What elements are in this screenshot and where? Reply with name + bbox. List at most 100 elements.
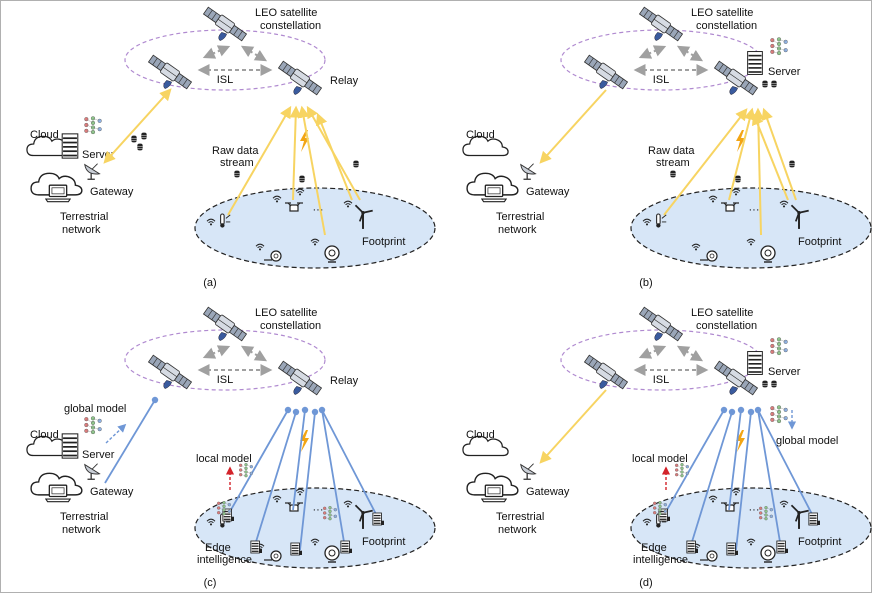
footprint-label: Footprint	[798, 536, 841, 548]
gateway-label: Gateway	[526, 186, 570, 198]
satellite-model-icon	[770, 337, 788, 356]
footprint-label: Footprint	[362, 236, 405, 248]
constellation-label: LEO satellite	[691, 7, 753, 19]
satellite-left	[583, 53, 629, 91]
satellite-left	[583, 353, 629, 391]
server-label: Server	[768, 66, 801, 78]
isl-label: ISL	[653, 74, 670, 86]
cloud-server-icon	[61, 133, 79, 159]
relay-label: Relay	[330, 75, 359, 87]
satellite-relay	[277, 359, 323, 397]
terrestrial-label: Terrestrial	[496, 211, 544, 223]
satellite-top	[638, 305, 684, 343]
model-link	[254, 411, 297, 546]
global-model-arrow	[105, 423, 127, 444]
link-node	[737, 406, 745, 414]
gateway-dish-icon	[520, 462, 537, 480]
terrestrial-label: Terrestrial	[60, 511, 108, 523]
panel-caption: (a)	[203, 277, 216, 289]
satellite-top	[202, 5, 248, 43]
laptop-icon	[481, 184, 507, 203]
satellite-top	[638, 5, 684, 43]
isl-arrow-right	[240, 345, 268, 362]
data-icon	[762, 380, 768, 388]
isl-arrow-left	[638, 345, 667, 359]
edge-intelligence-label: intelligence	[197, 554, 252, 566]
raw-data-label: Raw data	[212, 145, 259, 157]
model-link	[757, 409, 815, 519]
global-model-label: global model	[64, 403, 126, 415]
footprint-ellipse	[630, 187, 872, 269]
data-icon	[137, 143, 143, 151]
server-label: Server	[82, 449, 115, 461]
gateway-link	[104, 399, 156, 484]
model-link	[735, 411, 752, 551]
relay-label: Relay	[330, 375, 359, 387]
link-node	[728, 408, 736, 416]
terrestrial-label: network	[62, 224, 101, 236]
raw-data-arrow	[315, 112, 353, 201]
model-link	[663, 409, 725, 516]
data-icon	[735, 175, 741, 183]
raw-data-arrow	[728, 107, 756, 201]
panel-b: LEO satelliteconstellationISLServerCloud…	[462, 5, 872, 289]
isl-arrow-right	[676, 45, 704, 62]
constellation-label: constellation	[260, 320, 321, 332]
local-model-label: local model	[196, 453, 252, 465]
local-model-label: local model	[632, 453, 688, 465]
raw-data-label: stream	[220, 157, 254, 169]
model-link	[757, 409, 782, 549]
orbit-ellipse	[124, 329, 326, 391]
constellation-label: LEO satellite	[691, 307, 753, 319]
link-node	[284, 406, 292, 414]
data-icon	[762, 80, 768, 88]
panel-caption: (b)	[639, 277, 652, 289]
model-link	[690, 411, 733, 546]
downlink-arrow	[103, 88, 172, 164]
link-node	[301, 406, 309, 414]
raw-data-label: Raw data	[648, 145, 695, 157]
ellipsis-label: ···	[313, 204, 324, 216]
isl-arrow-left	[202, 45, 231, 59]
footprint-label: Footprint	[798, 236, 841, 248]
satellite-top	[202, 305, 248, 343]
satellite-left	[147, 353, 193, 391]
downlink-arrow	[539, 89, 607, 164]
raw-data-arrow	[227, 105, 292, 216]
cloud-label: Cloud	[466, 429, 495, 441]
model-link	[321, 409, 379, 519]
orbit-ellipse	[124, 29, 326, 91]
data-icon	[353, 160, 359, 168]
global-model-label: global model	[776, 435, 838, 447]
link-node	[318, 406, 326, 414]
satellite-relay	[277, 59, 323, 97]
laptop-icon	[45, 184, 71, 203]
raw-data-arrow	[751, 112, 789, 201]
gateway-label: Gateway	[90, 486, 134, 498]
terrestrial-label: network	[498, 524, 537, 536]
satellite-left	[147, 53, 193, 91]
edge-intelligence-label: Edge	[641, 542, 667, 554]
isl-label: ISL	[217, 374, 234, 386]
ellipsis-label: ···	[749, 204, 760, 216]
cloud-model-icon	[84, 416, 102, 435]
isl-arrow-right	[676, 345, 704, 362]
edge-intelligence-label: Edge	[205, 542, 231, 554]
model-link	[728, 409, 742, 511]
isl-label: ISL	[653, 374, 670, 386]
raw-data-arrow	[289, 105, 302, 201]
constellation-label: constellation	[696, 20, 757, 32]
cloud-label: Cloud	[30, 129, 59, 141]
isl-arrow-left	[202, 345, 231, 359]
cloud-label: Cloud	[30, 429, 59, 441]
terrestrial-label: network	[498, 224, 537, 236]
data-icon	[234, 170, 240, 178]
panel-caption: (d)	[639, 577, 652, 589]
cloud-server-icon	[61, 433, 79, 459]
link-node	[754, 406, 762, 414]
panel-caption: (c)	[204, 577, 217, 589]
data-icon	[299, 175, 305, 183]
terrestrial-label: network	[62, 524, 101, 536]
constellation-label: LEO satellite	[255, 307, 317, 319]
